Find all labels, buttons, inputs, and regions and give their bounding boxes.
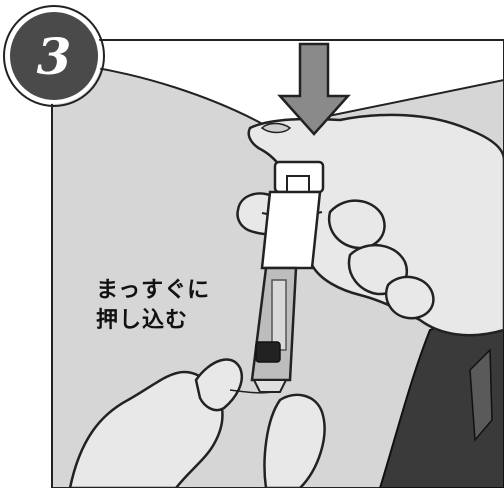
finger-3	[385, 275, 435, 320]
skin-fold-line	[229, 389, 273, 394]
auto-injector	[250, 160, 325, 393]
injector-body	[260, 190, 322, 270]
fingernail	[260, 122, 292, 134]
push-down-arrow-icon	[277, 42, 351, 136]
instruction-line-1: まっすぐに	[96, 278, 211, 303]
finger-1	[327, 199, 386, 250]
right-pinch-finger	[263, 393, 326, 488]
injector-tip	[252, 379, 288, 393]
left-thumb	[194, 358, 243, 412]
injector-plunger-window	[271, 279, 287, 351]
injector-plunger-seal	[255, 341, 281, 363]
step-number: 3	[37, 27, 72, 86]
instruction-line-2: 押し込む	[96, 308, 189, 333]
step-number-badge: 3	[3, 5, 105, 107]
clothing-fold	[469, 348, 493, 442]
